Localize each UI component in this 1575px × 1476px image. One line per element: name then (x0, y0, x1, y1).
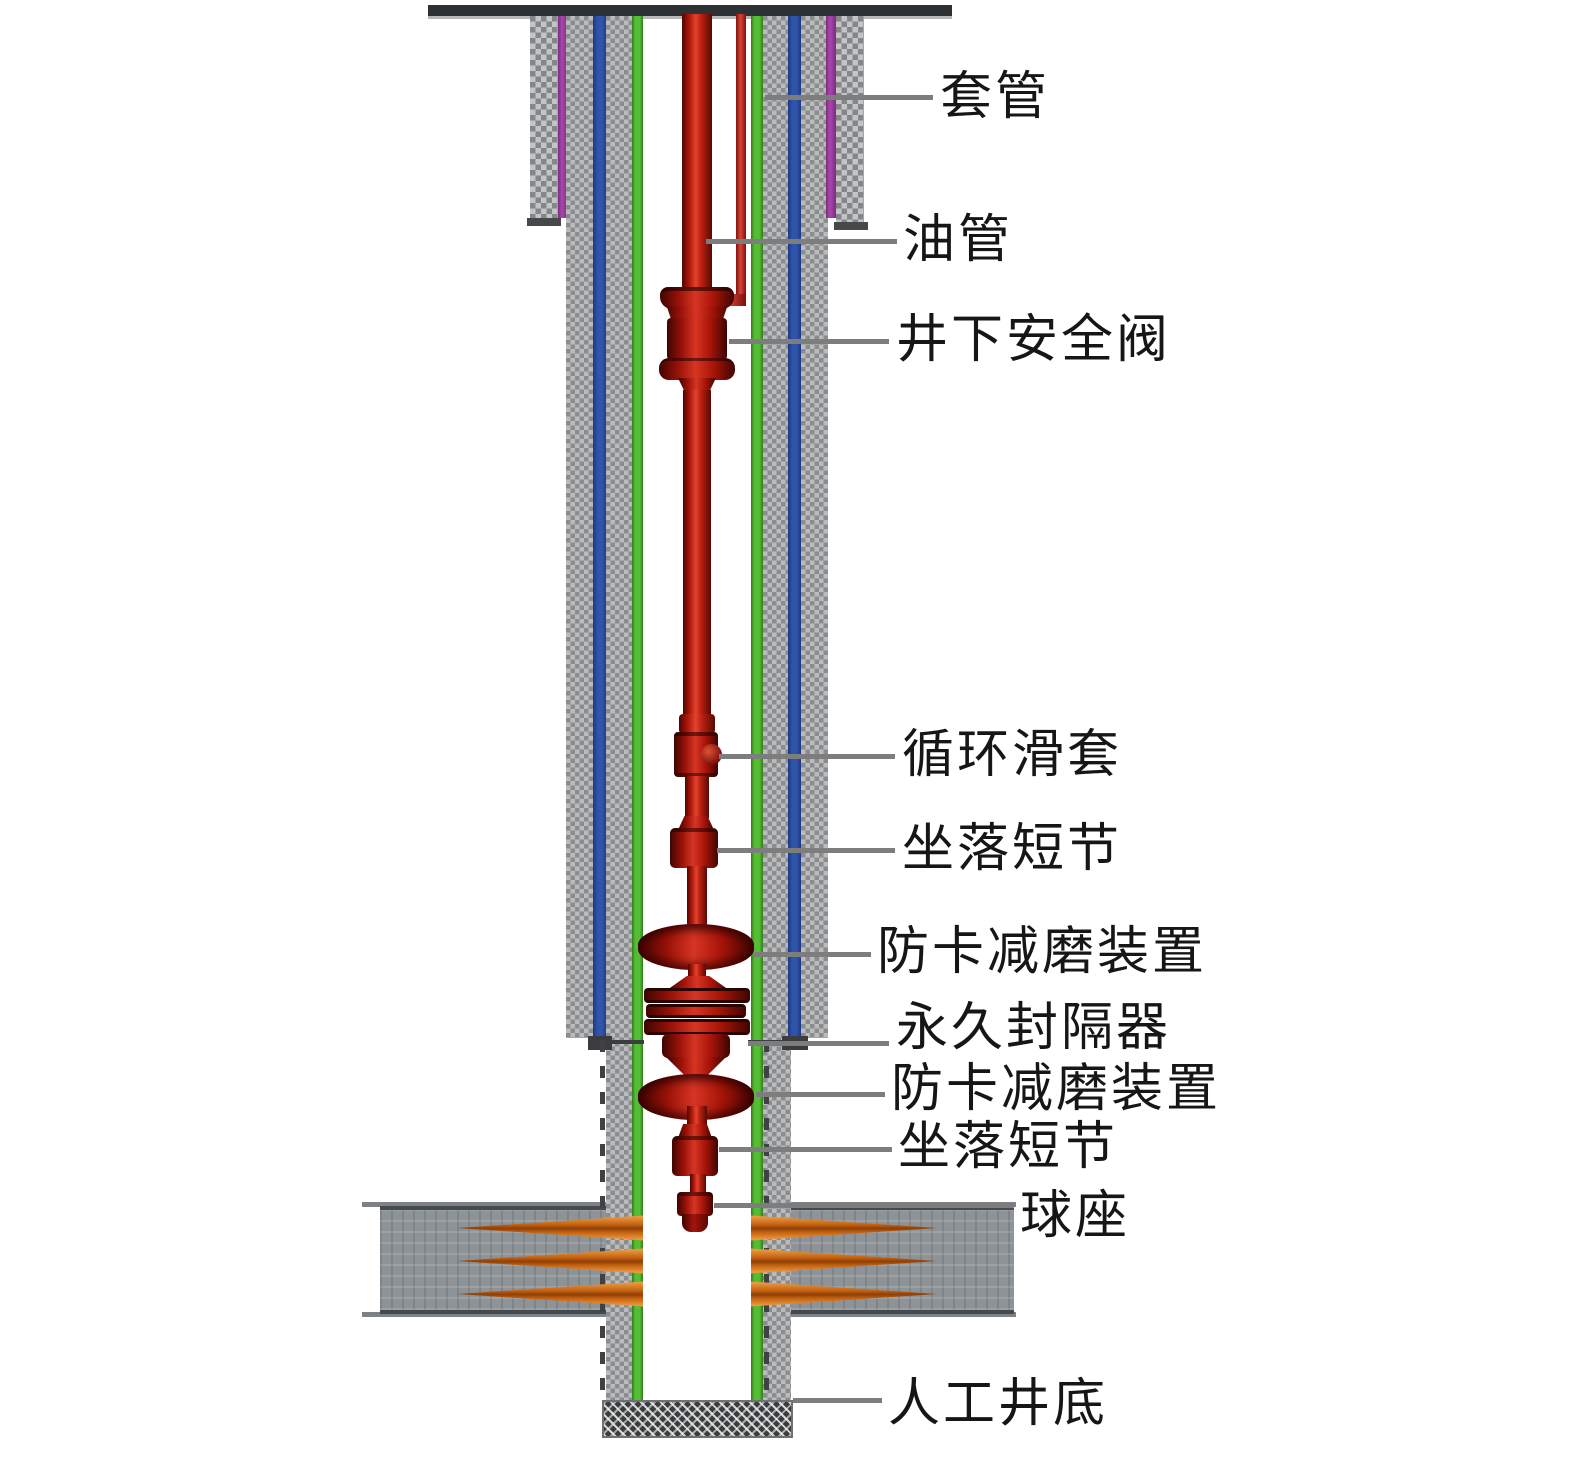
surface-casing-shoe-left (527, 218, 561, 226)
surface-casing-cement-left (530, 16, 558, 222)
label-anti-stick-upper: 防卡减磨装置 (877, 922, 1208, 982)
leader-permanent-packer (748, 1041, 889, 1046)
leader-tubing (706, 239, 897, 244)
label-casing: 套管 (940, 67, 1051, 127)
packer-funnel (667, 976, 729, 990)
label-anti-stick-lower: 防卡减磨装置 (891, 1059, 1222, 1119)
leader-anti-stick-upper (753, 952, 871, 957)
leader-circulation-sleeve (719, 754, 895, 759)
tubing-below-sleeve (685, 776, 709, 818)
ball-seat-top (677, 1192, 713, 1216)
intermediate-casing-left (593, 16, 607, 1036)
packer-disk-3 (644, 1019, 750, 1035)
surface-casing-right (826, 16, 836, 218)
leader-landing-nipple-upper (717, 848, 895, 853)
safety-valve-top-collar (660, 287, 734, 309)
label-safety-valve: 井下安全阀 (896, 310, 1172, 370)
packer-neck (688, 964, 706, 978)
formation-bottom-line-left (362, 1312, 608, 1317)
label-tubing: 油管 (903, 210, 1014, 270)
leader-artificial-bottom (793, 1398, 882, 1403)
leader-casing (765, 95, 933, 100)
tubing-mid (683, 390, 711, 716)
tubing-below-nipple-lower (690, 1174, 706, 1194)
intermediate-cement-right (801, 16, 828, 1038)
production-liner-right (751, 16, 763, 1400)
label-landing-nipple-upper: 坐落短节 (902, 819, 1123, 879)
surface-line (428, 5, 952, 16)
artificial-bottom-block (602, 1400, 793, 1438)
landing-nipple-lower-collar (678, 1124, 712, 1138)
label-landing-nipple-lower: 坐落短节 (898, 1117, 1119, 1177)
label-circulation-sleeve: 循环滑套 (902, 725, 1123, 785)
packer-cone (666, 1057, 726, 1076)
label-artificial-bottom: 人工井底 (888, 1374, 1109, 1434)
surface-casing-shoe-right (834, 222, 868, 230)
label-ball-seat: 球座 (1020, 1186, 1131, 1246)
ball-seat-bottom (682, 1214, 708, 1232)
production-liner-left (632, 16, 643, 1400)
control-line (736, 14, 746, 298)
safety-valve-tail (678, 378, 716, 392)
tubing-upper (682, 14, 712, 292)
shoe-line-left (590, 1040, 644, 1044)
formation-top-line-left (362, 1202, 608, 1207)
packer-body (662, 1034, 730, 1058)
tubing-joint-collar (679, 714, 715, 734)
landing-nipple-lower-body (672, 1136, 718, 1176)
packer-disk-1 (644, 988, 750, 1003)
intermediate-casing-right (788, 16, 801, 1036)
production-cement-left (606, 16, 633, 1400)
packer-disk-2 (646, 1004, 746, 1018)
tubing-below-nipple-upper (687, 866, 707, 928)
landing-nipple-upper-body (670, 828, 718, 868)
intermediate-cement-left (566, 16, 593, 1038)
leader-landing-nipple-lower (719, 1147, 892, 1152)
circulation-sleeve-knob (701, 744, 722, 765)
label-permanent-packer: 永久封隔器 (896, 998, 1172, 1058)
surface-casing-left (558, 16, 568, 218)
leader-anti-stick-lower (756, 1092, 885, 1097)
landing-nipple-upper-taper (678, 816, 714, 830)
leader-safety-valve (729, 339, 889, 344)
safety-valve-body (667, 318, 727, 360)
anti-stick-device-upper (638, 924, 754, 970)
leader-ball-seat (714, 1203, 1014, 1208)
surface-casing-cement-right (836, 16, 864, 226)
formation-bottom-line-right (788, 1312, 1016, 1317)
safety-valve-bottom-ring (659, 358, 735, 380)
